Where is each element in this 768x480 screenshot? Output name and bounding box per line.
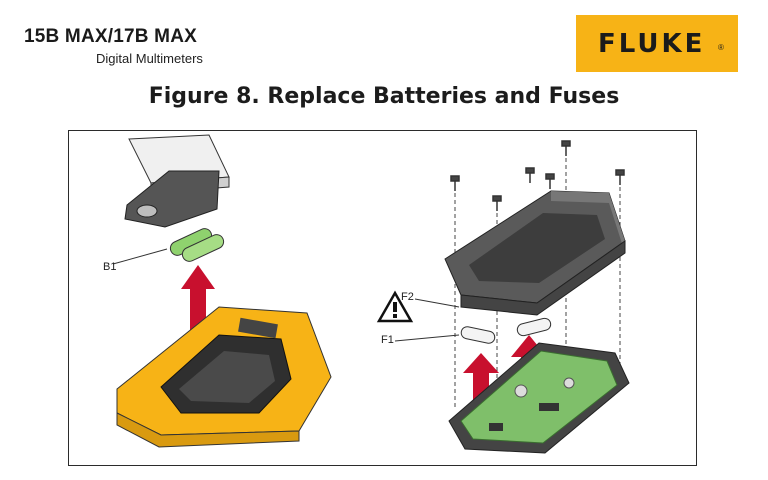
product-subtitle: Digital Multimeters [96,51,203,66]
battery-door-illustration [124,134,230,228]
callout-f1: F1 [381,334,394,346]
logo-registered-mark: ® [718,43,724,52]
fluke-logo: FLUKE ® [576,15,738,72]
warning-triangle-icon [376,290,414,323]
callout-f2: F2 [401,291,414,303]
figure-illustration [112,134,630,454]
back-case-illustration [444,190,626,316]
circuit-board-illustration [448,342,630,454]
meter-body-illustration [116,306,332,448]
screws-illustration [450,140,625,211]
callout-b1: B1 [103,261,117,273]
logo-text: FLUKE [598,29,706,59]
fuses-illustration [460,317,552,344]
model-name: 15B MAX/17B MAX [24,26,197,47]
batteries-illustration [169,228,225,262]
figure-title: Figure 8. Replace Batteries and Fuses [148,84,620,109]
figure-frame: B1 F2 F1 [68,130,697,466]
